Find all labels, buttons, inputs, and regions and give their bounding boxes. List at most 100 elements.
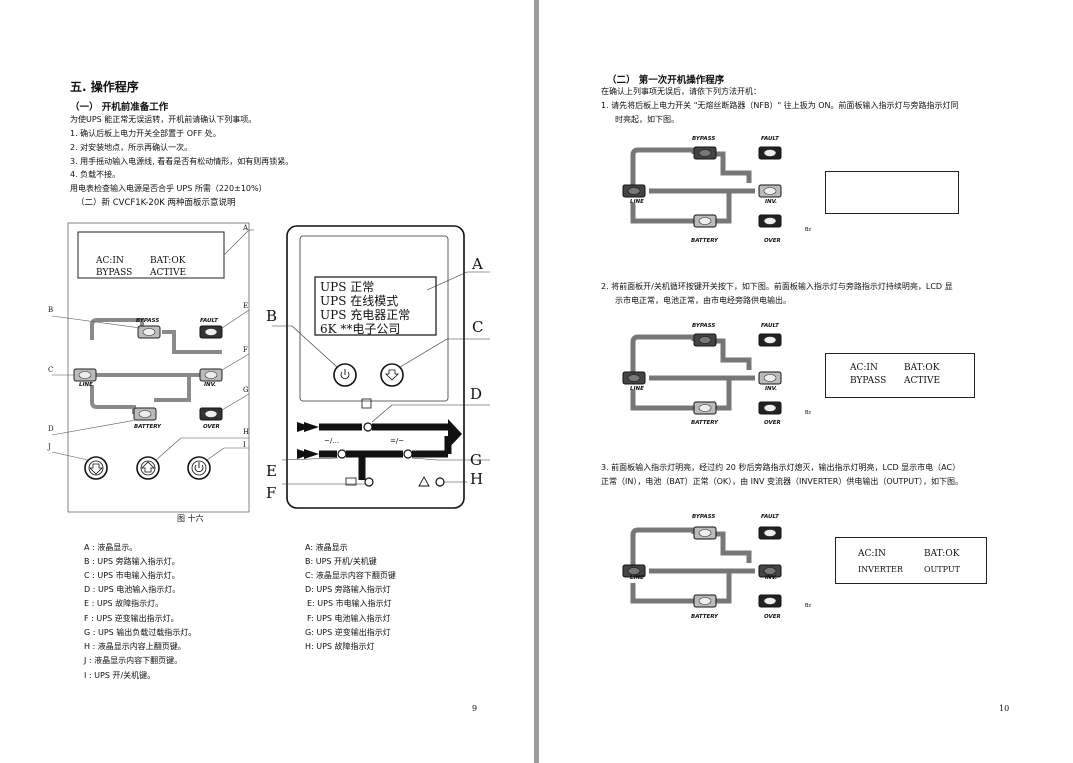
panel2-letter-a: A xyxy=(472,255,483,273)
figure-caption: 图 十六 xyxy=(177,514,204,523)
fig2-label-bypass: BYPASS xyxy=(692,323,716,329)
legend-left-j: J : 液晶显示内容下翻页键。 xyxy=(84,656,183,665)
panel1-letter-i: I xyxy=(243,441,246,449)
legend-left-d: D : UPS 电池输入指示灯。 xyxy=(84,585,181,594)
fig2-label-over: OVER xyxy=(764,420,781,426)
fig2-label-line: LINE xyxy=(630,386,644,392)
fig3-label-bypass: BYPASS xyxy=(692,514,716,520)
fig1-label-line: LINE xyxy=(630,199,644,205)
step2-lcd-ac: AC:IN xyxy=(850,363,878,373)
legend-left-c: C : UPS 市电输入指示灯。 xyxy=(84,571,180,580)
step1-indicator-diagram xyxy=(622,146,782,228)
fig1-label-bypass: BYPASS xyxy=(692,136,716,142)
legend-right-a: A: 液晶显示 xyxy=(305,543,348,552)
panel2-letter-h: H xyxy=(470,470,484,488)
fig2-label-bz: Bz xyxy=(805,410,812,416)
fig3-label-battery: BATTERY xyxy=(691,614,719,620)
panel1-label-bypass: BYPASS xyxy=(136,318,160,324)
panel1-label-over: OVER xyxy=(203,424,220,430)
step3-lcd-output: OUTPUT xyxy=(924,565,960,574)
subsection-title-panels: （二）新 CVCF1K-20K 两种面板示意说明 xyxy=(76,198,236,208)
step2-lcd-bat: BAT:OK xyxy=(904,363,940,373)
panel1-letter-h: H xyxy=(243,428,250,436)
panel2-letter-g: G xyxy=(470,451,482,469)
fig3-label-line: LINE xyxy=(630,575,644,581)
legend-right-f: F: UPS 电池输入指示灯 xyxy=(307,614,391,623)
legend-right-d: D: UPS 旁路输入指示灯 xyxy=(305,585,391,594)
step3-text-line2: 正常（IN），电池（BAT）正常（OK），由 INV 变流器（INVERTER）… xyxy=(601,477,963,486)
check-item-4: 4. 负载不接。 xyxy=(70,170,121,179)
panel1-lcd-bypass: BYPASS xyxy=(96,268,133,278)
fig1-label-bz: Bz xyxy=(805,227,812,233)
legend-left-a: A : 液晶显示。 xyxy=(84,543,138,552)
fig3-label-fault: FAULT xyxy=(761,514,779,520)
panel2-letter-d: D xyxy=(470,385,483,403)
panel1-letter-g: G xyxy=(243,386,249,394)
svg-text:=/~: =/~ xyxy=(390,437,404,445)
check-item-2: 2. 对安装地点，所示再确认一次。 xyxy=(70,143,193,152)
front-panel-diagram-1 xyxy=(51,222,254,513)
meter-note: 用电表检查输入电源是否合乎 UPS 所需（220±10%） xyxy=(70,184,267,193)
legend-left-g: G : UPS 输出负载过载指示灯。 xyxy=(84,628,197,637)
panel2-lcd-line3: UPS 充电器正常 xyxy=(320,308,411,322)
step2-lcd-bypass: BYPASS xyxy=(850,376,887,386)
panel1-lcd-active: ACTIVE xyxy=(150,268,187,278)
intro-text-right: 在确认上列事项无误后，请依下列方法开机： xyxy=(601,87,761,96)
subsection-title-prep: （一） 开机前准备工作 xyxy=(70,102,169,113)
fig3-label-bz: Bz xyxy=(805,603,812,609)
intro-text: 为使UPS 能正常无误运转，开机前请确认下列事项。 xyxy=(70,115,257,124)
panel1-lcd-bat: BAT:OK xyxy=(150,256,186,266)
panel1-label-inv: INV. xyxy=(204,382,217,388)
fig3-label-over: OVER xyxy=(764,614,781,620)
legend-right-h: H: UPS 故障指示灯 xyxy=(305,642,375,651)
step1-lcd-blank xyxy=(825,171,959,214)
legend-left-e: E : UPS 故障指示灯。 xyxy=(84,599,164,608)
panel1-letter-d: D xyxy=(48,425,54,433)
panel1-letter-a: A xyxy=(243,224,249,232)
panel1-letter-b: B xyxy=(48,306,54,314)
panel1-letter-c: C xyxy=(48,366,54,374)
panel2-letter-b: B xyxy=(266,307,278,325)
step2-lcd: AC:IN BAT:OK BYPASS ACTIVE xyxy=(825,353,975,398)
page-10: （二） 第一次开机操作程序 在确认上列事项无误后，请依下列方法开机： 1. 请先… xyxy=(539,0,1073,763)
step2-indicator-diagram xyxy=(622,333,782,415)
legend-left-b: B : UPS 旁路输入指示灯。 xyxy=(84,557,180,566)
legend-right-b: B: UPS 开机/关机键 xyxy=(305,557,377,566)
fig1-label-over: OVER xyxy=(764,238,781,244)
panel2-letter-e: E xyxy=(266,462,277,480)
fig1-label-inv: INV. xyxy=(765,199,778,205)
panel2-letter-f: F xyxy=(266,484,277,502)
legend-right-g: G: UPS 逆变输出指示灯 xyxy=(305,628,391,637)
panel2-lcd-line2: UPS 在线模式 xyxy=(320,294,399,308)
step3-indicator-diagram xyxy=(622,526,782,608)
legend-left-i: I : UPS 开/关机键。 xyxy=(84,671,156,680)
legend-left-h: H : 液晶显示内容上翻页键。 xyxy=(84,642,186,651)
legend-left-f: F : UPS 逆变输出指示灯。 xyxy=(84,614,179,623)
front-panel-diagram-2: ~/… =/~ xyxy=(272,225,490,509)
panel2-lcd-line4: 6K **电子公司 xyxy=(320,322,401,336)
fig3-label-inv: INV. xyxy=(765,575,778,581)
panel1-lcd-ac: AC:IN xyxy=(96,256,124,266)
check-item-1: 1. 确认后板上电力开关全部置于 OFF 处。 xyxy=(70,129,221,138)
panel1-label-battery: BATTERY xyxy=(134,424,162,430)
step3-lcd-inverter: INVERTER xyxy=(858,565,903,574)
fig1-label-fault: FAULT xyxy=(761,136,779,142)
step1-text-line2: 时亮起，如下图。 xyxy=(615,115,679,124)
fig2-label-inv: INV. xyxy=(765,386,778,392)
panel1-label-line: LINE xyxy=(79,382,93,388)
legend-right-e: E: UPS 市电输入指示灯 xyxy=(307,599,392,608)
panel2-lcd-line1: UPS 正常 xyxy=(320,280,375,294)
svg-text:~/…: ~/… xyxy=(324,437,339,445)
step3-lcd-ac: AC:IN xyxy=(858,549,886,559)
check-item-3: 3. 用手摇动输入电源线, 看看是否有松动情形，如有则再锁紧。 xyxy=(70,157,294,166)
step2-lcd-active: ACTIVE xyxy=(904,376,941,386)
step1-text-line1: 1. 请先将后板上电力开关 "无熔丝断路器（NFB）" 往上扳为 ON。前面板输… xyxy=(601,101,959,110)
panel1-letter-j: J xyxy=(48,443,51,451)
fig2-label-fault: FAULT xyxy=(761,323,779,329)
section-title: 五. 操作程序 xyxy=(70,80,139,94)
panel1-label-fault: FAULT xyxy=(200,318,218,324)
step2-text-line1: 2. 将前面板开/关机循环按键开关按下，如下图。前面板输入指示灯与旁路指示灯持续… xyxy=(601,282,953,291)
legend-right-c: C: 液晶显示内容下翻页键 xyxy=(305,571,396,580)
fig1-label-battery: BATTERY xyxy=(691,238,719,244)
step3-lcd: AC:IN BAT:OK INVERTER OUTPUT xyxy=(835,537,987,584)
